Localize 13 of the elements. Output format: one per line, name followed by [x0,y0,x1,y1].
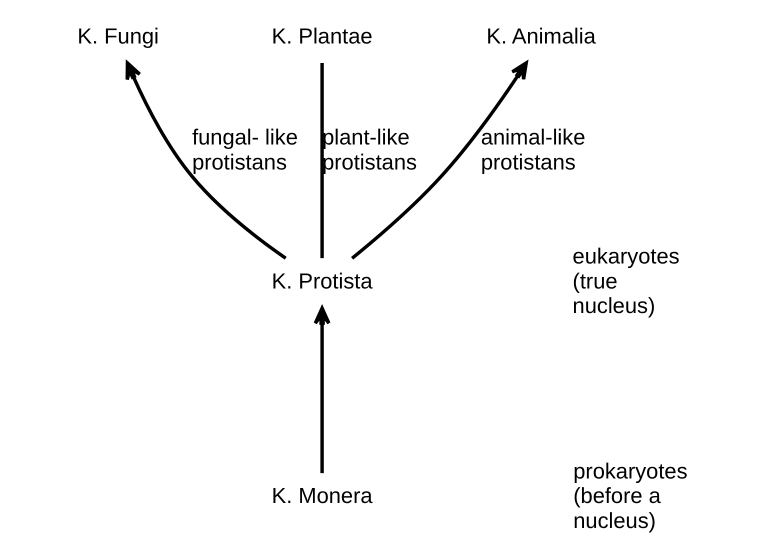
node-text: K. Fungi [77,23,159,48]
label: prokaryotes (before a nucleus) [573,458,688,533]
label: eukaryotes (true nucleus) [572,244,680,318]
arrow [126,61,287,260]
node-text: K. Plantae [272,23,373,48]
edge-label: animal-like protistans [480,124,586,174]
node-text: K. Protista [272,268,373,294]
node-text: K. Monera [272,483,373,508]
edge-label: fungal- like protistans [192,124,298,174]
connector [320,62,324,258]
arrow [314,306,331,474]
arrow [351,61,528,260]
node-text: K. Animalia [486,23,596,48]
